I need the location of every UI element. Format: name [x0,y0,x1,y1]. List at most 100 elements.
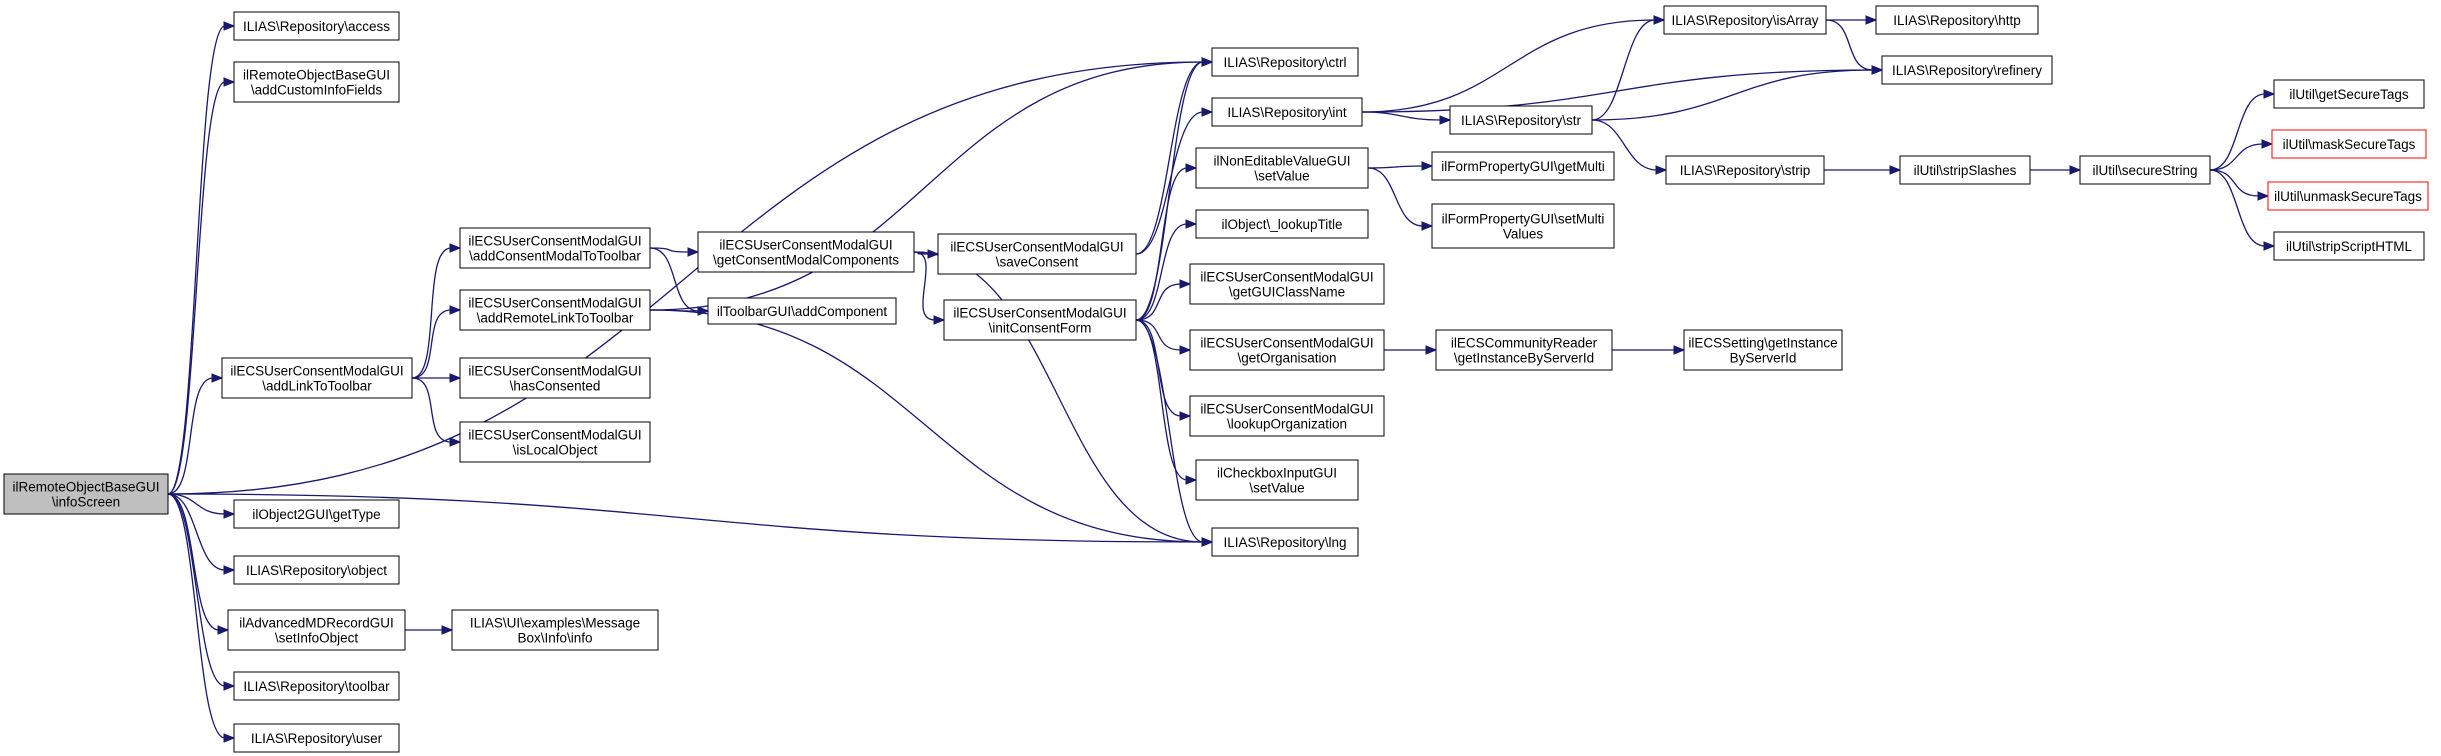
node-label: ILIAS\Repository\int [1227,105,1347,120]
node-lookup-organization[interactable]: ilECSUserConsentModalGUI\lookupOrganizat… [1189,395,1385,437]
node-strip[interactable]: ILIAS\Repository\strip [1665,155,1825,185]
node-box [2271,129,2427,159]
edge-init-consent-form-to-ctrl [1135,57,1214,321]
edge-info-screen-to-add-link-to-toolbar [167,373,224,495]
node-http[interactable]: ILIAS\Repository\http [1875,5,2039,35]
node-label: ILIAS\Repository\lng [1223,535,1346,550]
node-label: ILIAS\Repository\refinery [1892,63,2042,78]
node-secure-string[interactable]: ilUtil\secureString [2079,155,2211,185]
node-label: ilObject\_lookupTitle [1221,217,1342,232]
edge-add-link-to-toolbar-to-add-remote-link-to-toolbar [411,305,462,379]
node-label: ilRemoteObjectBaseGUI [243,68,390,83]
node-label: Box\Info\info [517,631,592,646]
node-box [459,421,651,463]
node-box [697,231,915,273]
node-label: ILIAS\Repository\object [246,563,387,578]
node-get-guiclass-name[interactable]: ilECSUserConsentModalGUI\getGUIClassName [1189,263,1385,305]
node-box [227,609,406,651]
node-object[interactable]: ILIAS\Repository\object [233,555,400,585]
node-label: ilECSUserConsentModalGUI [468,296,641,311]
node-box [1435,329,1613,371]
node-add-consent-modal-to-toolbar[interactable]: ilECSUserConsentModalGUI\addConsentModal… [459,227,651,269]
node-unmask-secure-tags[interactable]: ilUtil\unmaskSecureTags [2267,181,2429,211]
node-is-local-object[interactable]: ilECSUserConsentModalGUI\isLocalObject [459,421,651,463]
edge-info-screen-to-user [167,493,236,743]
node-label: ByServerId [1730,351,1797,366]
edge-is-array-to-http [1826,15,1878,25]
node-add-custom-info-fields[interactable]: ilRemoteObjectBaseGUI\addCustomInfoField… [233,61,400,103]
edge-secure-string-to-unmask-secure-tags [2209,169,2270,201]
edge-is-array-to-refinery [1825,19,1884,75]
node-label: \getOrganisation [1237,351,1336,366]
node-is-array[interactable]: ILIAS\Repository\isArray [1663,5,1827,35]
edges-layer [167,15,2276,743]
node-label: \getGUIClassName [1229,285,1345,300]
node-str[interactable]: ILIAS\Repository\str [1449,105,1593,135]
node-get-multi[interactable]: ilFormPropertyGUI\getMulti [1431,151,1615,181]
node-nev-set-value[interactable]: ilNonEditableValueGUI\setValue [1195,147,1369,189]
node-has-consented[interactable]: ilECSUserConsentModalGUI\hasConsented [459,357,651,399]
node-cb-set-value[interactable]: ilCheckboxInputGUI\setValue [1195,459,1359,501]
node-box [1663,5,1827,35]
node-box [1899,155,2031,185]
node-toolbar[interactable]: ILIAS\Repository\toolbar [233,671,400,701]
node-mask-secure-tags[interactable]: ilUtil\maskSecureTags [2271,129,2427,159]
node-label: ilUtil\stripScriptHTML [2286,239,2413,254]
node-box [233,723,400,753]
node-label: ILIAS\Repository\strip [1680,163,1811,178]
node-label: ilECSUserConsentModalGUI [468,234,641,249]
node-add-remote-link-to-toolbar[interactable]: ilECSUserConsentModalGUI\addRemoteLinkTo… [459,289,651,331]
node-label: \lookupOrganization [1227,417,1347,432]
node-ctrl[interactable]: ILIAS\Repository\ctrl [1211,47,1359,77]
node-get-instance-by-server-id[interactable]: ilECSCommunityReader\getInstanceByServer… [1435,329,1613,371]
node-box [937,233,1137,275]
node-box [2273,231,2425,261]
node-box [1189,329,1385,371]
node-label: ilECSUserConsentModalGUI [468,364,641,379]
node-setting-get-instance[interactable]: ilECSSetting\getInstanceByServerId [1683,329,1843,371]
edge-info-screen-to-object [167,493,236,575]
node-label: ilUtil\maskSecureTags [2283,137,2416,152]
edge-str-to-strip [1591,119,1668,175]
node-box [3,473,169,515]
node-get-secure-tags[interactable]: ilUtil\getSecureTags [2273,79,2425,109]
node-access[interactable]: ILIAS\Repository\access [233,11,400,41]
node-box [459,357,651,399]
node-set-info-object[interactable]: ilAdvancedMDRecordGUI\setInfoObject [227,609,406,651]
edge-init-consent-form-to-nev-set-value [1135,163,1198,321]
node-label: \saveConsent [996,255,1079,270]
node-get-type[interactable]: ilObject2GUI\getType [233,499,400,529]
node-box [221,357,413,399]
node-label: ILIAS\UI\examples\Message [470,616,640,631]
node-add-link-to-toolbar[interactable]: ilECSUserConsentModalGUI\addLinkToToolba… [221,357,413,399]
edge-int-to-is-array [1361,15,1666,113]
node-get-consent-modal-components[interactable]: ilECSUserConsentModalGUI\getConsentModal… [697,231,915,273]
node-label: ilObject2GUI\getType [252,507,380,522]
node-init-consent-form[interactable]: ilECSUserConsentModalGUI\initConsentForm [943,299,1137,341]
node-user[interactable]: ILIAS\Repository\user [233,723,400,753]
node-refinery[interactable]: ILIAS\Repository\refinery [1881,55,2053,85]
node-label: ILIAS\Repository\user [251,731,383,746]
node-label: ILIAS\Repository\str [1461,113,1582,128]
node-int[interactable]: ILIAS\Repository\int [1211,97,1363,127]
node-label: \addCustomInfoFields [251,83,383,98]
edge-secure-string-to-get-secure-tags [2209,89,2276,171]
node-label: \getInstanceByServerId [1454,351,1594,366]
node-get-organisation[interactable]: ilECSUserConsentModalGUI\getOrganisation [1189,329,1385,371]
node-box [1195,147,1369,189]
node-label: ilECSUserConsentModalGUI [1200,270,1373,285]
node-lookup-title[interactable]: ilObject\_lookupTitle [1195,209,1369,239]
node-info-screen[interactable]: ilRemoteObjectBaseGUI\infoScreen [3,473,169,515]
edge-str-to-refinery [1591,65,1884,121]
node-label: \getConsentModalComponents [713,253,899,268]
node-label: \setInfoObject [275,631,359,646]
node-lng[interactable]: ILIAS\Repository\lng [1211,527,1359,557]
edge-save-consent-to-int [1135,107,1214,255]
node-strip-slashes[interactable]: ilUtil\stripSlashes [1899,155,2031,185]
node-box [2267,181,2429,211]
node-strip-script-html[interactable]: ilUtil\stripScriptHTML [2273,231,2425,261]
node-add-component[interactable]: ilToolbarGUI\addComponent [707,297,897,325]
node-save-consent[interactable]: ilECSUserConsentModalGUI\saveConsent [937,233,1137,275]
